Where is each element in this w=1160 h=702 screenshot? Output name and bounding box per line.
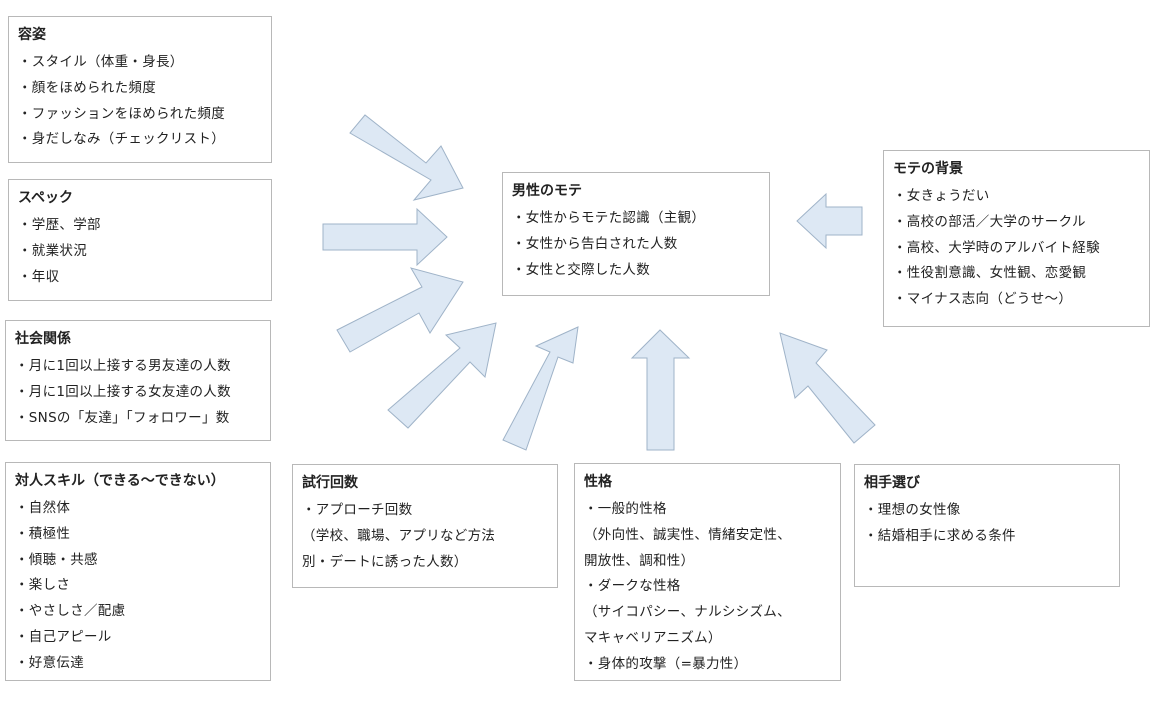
arrow-spec-to-center xyxy=(322,207,448,267)
social-line: ・SNSの「友達」「フォロワー」数 xyxy=(15,409,230,426)
arrow-personality-to-center xyxy=(630,329,691,451)
background-line: ・高校の部活／大学のサークル xyxy=(893,213,1086,230)
partner-line: ・理想の女性像 xyxy=(864,502,961,518)
personality-line: 開放性、調和性） xyxy=(584,552,695,569)
spec-line: ・年収 xyxy=(18,268,60,285)
background-box: モテの背景 ・女きょうだい ・高校の部活／大学のサークル ・高校、大学時のアルバ… xyxy=(883,150,1150,327)
partner-title: 相手選び xyxy=(864,475,920,491)
spec-box: スペック ・学歴、学部 ・就業状況 ・年収 xyxy=(8,179,272,301)
spec-line: ・学歴、学部 xyxy=(18,217,101,233)
attempts-box: 試行回数 ・アプローチ回数 （学校、職場、アプリなど方法 別・デートに誘った人数… xyxy=(292,464,558,588)
personality-title: 性格 xyxy=(584,474,612,490)
interpersonal-box: 対人スキル（できる～できない） ・自然体 ・積極性 ・傾聴・共感 ・楽しさ ・や… xyxy=(5,462,271,681)
attempts-line: 別・デートに誘った人数） xyxy=(302,553,468,570)
attempts-title: 試行回数 xyxy=(302,475,358,491)
arrow-background-to-center xyxy=(796,192,863,250)
appearance-title: 容姿 xyxy=(18,27,46,43)
social-line: ・月に1回以上接する男友達の人数 xyxy=(15,358,231,374)
personality-line: ・身体的攻撃（=暴力性） xyxy=(584,655,748,672)
personality-line: ・ダークな性格 xyxy=(584,578,681,595)
interpersonal-line: ・積極性 xyxy=(15,525,71,542)
arrow-attempts-to-center xyxy=(502,326,579,451)
appearance-line: ・ファッションをほめられた頻度 xyxy=(18,105,225,122)
center-box: 男性のモテ ・女性からモテた認識（主観） ・女性から告白された人数 ・女性と交際… xyxy=(502,172,770,296)
center-line: ・女性からモテた認識（主観） xyxy=(512,210,706,226)
arrow-appearance-to-center xyxy=(349,114,464,201)
appearance-line: ・スタイル（体重・身長） xyxy=(18,54,184,70)
attempts-line: ・アプローチ回数 xyxy=(302,502,413,518)
arrow-interpersonal-to-center xyxy=(387,322,497,429)
center-line: ・女性から告白された人数 xyxy=(512,235,678,252)
personality-box: 性格 ・一般的性格 （外向性、誠実性、情緒安定性、 開放性、調和性） ・ダークな… xyxy=(574,463,841,681)
interpersonal-line: ・傾聴・共感 xyxy=(15,551,98,568)
interpersonal-line: ・自己アピール xyxy=(15,628,112,645)
interpersonal-line: ・やさしさ／配慮 xyxy=(15,603,126,620)
background-line: ・性役割意識、女性観、恋愛観 xyxy=(893,265,1087,282)
arrow-partner-to-center xyxy=(779,332,876,444)
arrow-social-to-center xyxy=(336,267,464,353)
interpersonal-line: ・自然体 xyxy=(15,500,71,516)
social-line: ・月に1回以上接する女友達の人数 xyxy=(15,383,231,400)
interpersonal-title: 対人スキル（できる～できない） xyxy=(15,473,225,489)
interpersonal-line: ・楽しさ xyxy=(15,577,71,594)
appearance-box: 容姿 ・スタイル（体重・身長） ・顔をほめられた頻度 ・ファッションをほめられた… xyxy=(8,16,272,163)
background-line: ・高校、大学時のアルバイト経験 xyxy=(893,239,1100,256)
partner-line: ・結婚相手に求める条件 xyxy=(864,527,1016,544)
spec-title: スペック xyxy=(18,190,74,206)
personality-line: ・一般的性格 xyxy=(584,501,667,517)
spec-line: ・就業状況 xyxy=(18,242,87,259)
attempts-line: （学校、職場、アプリなど方法 xyxy=(302,527,496,544)
appearance-line: ・顔をほめられた頻度 xyxy=(18,79,156,96)
personality-line: （外向性、誠実性、情緒安定性、 xyxy=(584,526,791,543)
social-title: 社会関係 xyxy=(15,331,71,347)
social-box: 社会関係 ・月に1回以上接する男友達の人数 ・月に1回以上接する女友達の人数 ・… xyxy=(5,320,271,441)
personality-line: （サイコパシー、ナルシシズム、 xyxy=(584,604,791,621)
personality-line: マキャベリアニズム） xyxy=(584,629,722,646)
center-line: ・女性と交際した人数 xyxy=(512,261,650,278)
partner-box: 相手選び ・理想の女性像 ・結婚相手に求める条件 xyxy=(854,464,1120,587)
background-line: ・女きょうだい xyxy=(893,188,990,204)
center-title: 男性のモテ xyxy=(512,183,582,199)
background-title: モテの背景 xyxy=(893,161,963,177)
background-line: ・マイナス志向（どうせ～） xyxy=(893,291,1073,308)
interpersonal-line: ・好意伝達 xyxy=(15,654,84,671)
appearance-line: ・身だしなみ（チェックリスト） xyxy=(18,131,225,148)
